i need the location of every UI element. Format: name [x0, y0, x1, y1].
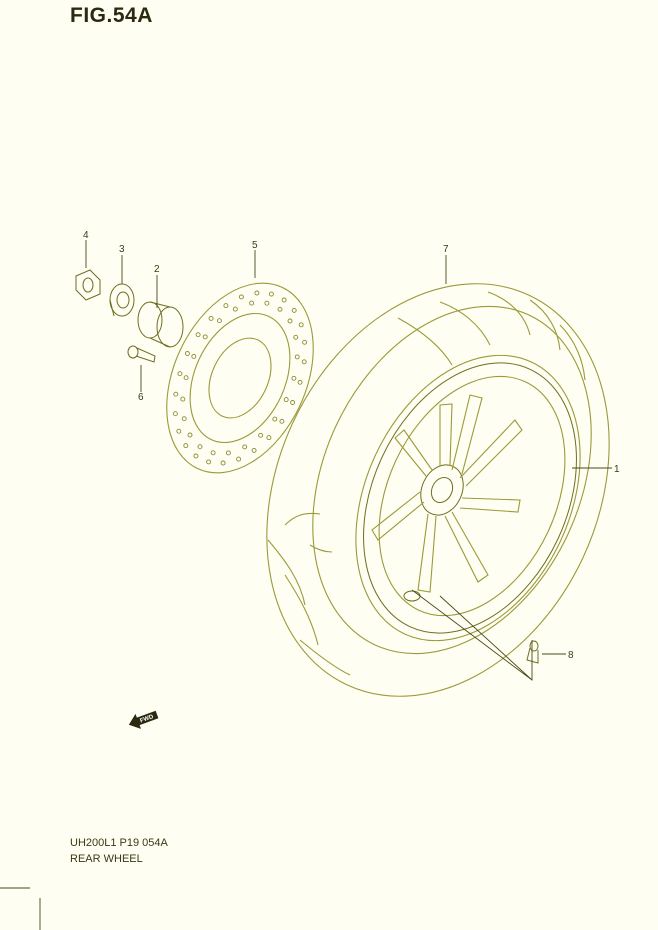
disc-hole: [223, 303, 229, 309]
disc-hole: [187, 432, 193, 438]
brake-disc: [166, 282, 314, 474]
disc-hole: [173, 391, 179, 397]
callout-1: 1: [614, 464, 620, 475]
disc-hole: [281, 297, 287, 303]
disc-hole: [290, 400, 296, 405]
leader-lines: [85, 240, 612, 681]
disc-hole: [283, 397, 289, 403]
disc-hole: [232, 306, 238, 312]
figure-title: FIG.54A: [70, 4, 153, 27]
disc-hole: [197, 444, 203, 450]
disc-hole: [251, 447, 257, 453]
disc-hole: [298, 322, 304, 328]
disc-hole: [249, 300, 255, 306]
disc-hole: [264, 300, 270, 306]
disc-hole: [193, 453, 199, 459]
corner-mark: [0, 887, 41, 930]
callout-7: 7: [443, 244, 449, 255]
disc-hole: [238, 294, 244, 300]
disc-hole: [236, 456, 242, 462]
callout-4: 4: [83, 230, 89, 241]
disc-hole: [272, 416, 278, 422]
disc-hole: [191, 353, 197, 359]
disc-hole: [183, 375, 189, 381]
forward-arrow-icon: FWD: [128, 710, 159, 729]
disc-hole: [277, 306, 283, 312]
callout-3: 3: [119, 244, 125, 255]
disc-holes: [172, 290, 308, 466]
nut: [75, 269, 101, 301]
disc-hole: [195, 332, 201, 338]
wheel-rim: [363, 362, 577, 634]
disc-hole: [177, 371, 183, 377]
disc-hole: [293, 334, 299, 340]
disc-hole: [258, 432, 264, 438]
callout-5: 5: [252, 240, 258, 251]
bolt: [127, 345, 156, 363]
disc-hole: [220, 460, 226, 466]
tire-valve: [526, 640, 539, 664]
disc-hole: [268, 291, 274, 297]
washer: [109, 283, 135, 317]
disc-hole: [279, 418, 285, 424]
disc-hole: [301, 359, 307, 365]
disc-hole: [206, 459, 212, 465]
disc-hole: [172, 411, 178, 417]
disc-hole: [225, 450, 231, 456]
disc-hole: [181, 416, 187, 422]
disc-hole: [184, 351, 190, 356]
disc-hole: [294, 354, 300, 360]
disc-hole: [183, 443, 189, 449]
disc-hole: [266, 435, 272, 441]
callout-8: 8: [568, 650, 574, 661]
disc-hole: [202, 334, 208, 340]
callout-2: 2: [154, 264, 160, 275]
disc-hole: [176, 428, 182, 434]
forward-label: FWD: [139, 714, 155, 725]
disc-hole: [208, 315, 214, 321]
disc-hole: [291, 307, 297, 313]
disc-hole: [216, 318, 222, 324]
disc-hole: [242, 444, 248, 450]
drawing-code: UH200L1 P19 054A: [70, 837, 168, 849]
disc-hole: [291, 375, 297, 381]
disc-hole: [297, 379, 303, 385]
drawing-name: REAR WHEEL: [70, 853, 143, 865]
disc-hole: [287, 318, 293, 324]
disc-hole: [180, 396, 186, 402]
callout-6: 6: [138, 392, 144, 403]
tire: [266, 283, 610, 697]
collar: [137, 301, 184, 348]
disc-hole: [254, 290, 260, 296]
disc-hole: [302, 339, 308, 345]
disc-hole: [210, 450, 216, 456]
